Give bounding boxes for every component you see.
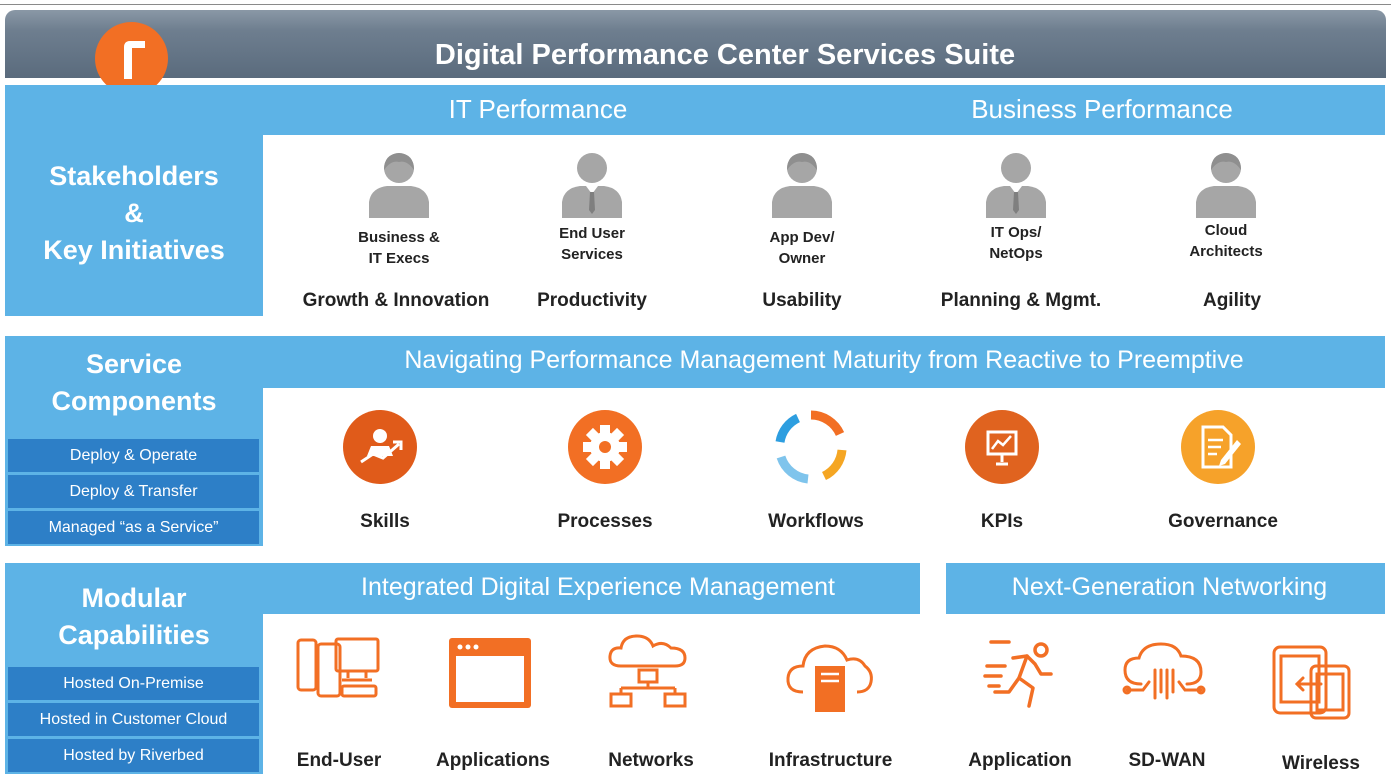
capability-label: Networks [608,750,694,771]
presentation-chart-icon [965,410,1039,484]
stakeholder-title: Cloud Architects [1189,222,1263,260]
service-components-label: Service Components [51,349,217,416]
person-male-tie-icon [986,153,1046,218]
running-person-icon [983,640,1053,708]
component-label: Workflows [768,511,864,532]
mobile-devices-icon [1272,645,1351,720]
browser-window-icon [449,638,531,708]
option-hosted-by-riverbed: Hosted by Riverbed [8,739,259,772]
initiative-label: Growth & Innovation [302,290,490,311]
initiative-label: Usability [762,290,842,311]
cloud-server-icon [786,644,873,712]
capability-label: Applications [435,750,550,771]
maturity-header-bar [263,336,1385,388]
modular-capabilities-label: Modular Capabilities [58,583,210,650]
it-performance-header-bar [263,85,1385,135]
option-deploy-operate: Deploy & Operate [8,439,259,472]
gear-icon [568,410,642,484]
cloud-circuit-icon [1122,642,1206,700]
capability-label: Infrastructure [768,750,893,771]
stakeholder-title: End User Services [559,225,625,263]
skills-icon [343,410,417,484]
initiative-label: Agility [1202,290,1262,311]
component-label: Processes [557,511,653,532]
cycle-arrows-icon [775,410,847,484]
top-rule [0,4,1391,5]
maturity-heading: Navigating Performance Management Maturi… [404,346,1244,374]
stakeholders-label: Stakeholders & Key Initiatives [43,161,225,265]
component-label: Skills [360,511,410,532]
capability-label: End-User [296,750,382,771]
stakeholder-title: IT Ops/ NetOps [989,224,1043,262]
option-hosted-customer-cloud: Hosted in Customer Cloud [8,703,259,736]
stakeholder-title: Business & IT Execs [358,229,440,267]
dem-heading: Integrated Digital Experience Management [361,573,835,601]
person-male-tie-icon [562,153,622,218]
riverbed-logo [95,22,168,95]
dem-header-bar [263,563,920,614]
capability-label: Application [968,750,1072,771]
stakeholder-title: App Dev/ Owner [769,229,835,267]
initiative-label: Productivity [537,290,647,311]
option-managed-service: Managed “as a Service” [8,511,259,544]
person-female-icon [369,153,429,218]
networking-heading: Next-Generation Networking [1011,573,1328,601]
page-title: Digital Performance Center Services Suit… [434,39,1016,71]
business-performance-heading: Business Performance [971,94,1233,124]
initiative-label: Planning & Mgmt. [940,290,1102,311]
capability-label: Wireless [1282,753,1360,774]
option-deploy-transfer: Deploy & Transfer [8,475,259,508]
it-performance-heading: IT Performance [448,94,628,124]
title-bar [5,10,1386,78]
stakeholders-panel [5,85,263,316]
cloud-network-icon [608,634,687,708]
devices-icon [296,637,380,698]
person-female-icon [772,153,832,218]
person-female-icon [1196,153,1256,218]
networking-header-bar [946,563,1385,614]
component-label: KPIs [980,511,1024,532]
document-pen-icon [1181,410,1255,484]
component-label: Governance [1168,511,1278,532]
capability-label: SD-WAN [1128,750,1206,771]
option-hosted-on-premise: Hosted On-Premise [8,667,259,700]
